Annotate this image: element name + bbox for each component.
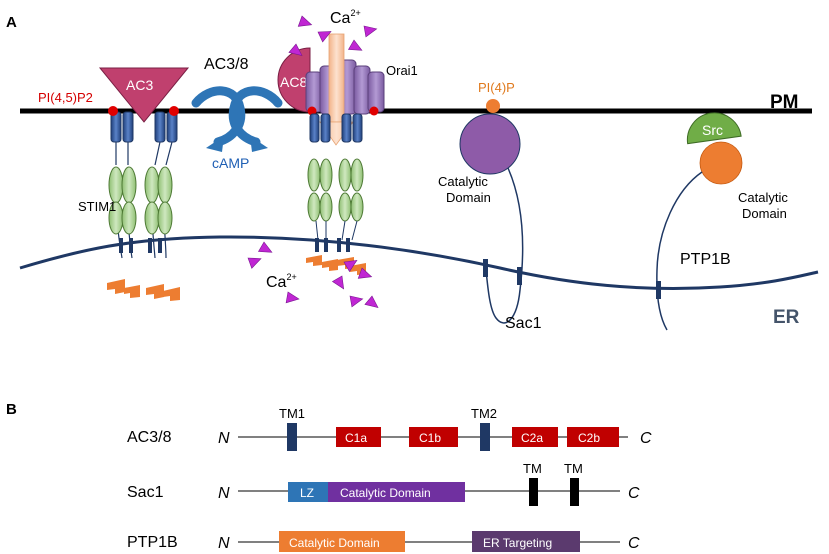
ac3-enzyme: AC3 [98,67,190,123]
row-name: AC3/8 [127,429,172,446]
er-membrane [19,235,819,290]
lz-label: LZ [300,486,314,500]
ca-bottom-label: Ca2+ [266,272,297,291]
camp-label: cAMP [212,155,249,171]
er-targeting-label: ER Targeting [483,536,552,550]
c2a-label: C2a [521,431,543,445]
c2b-box [567,427,619,447]
ac38-label: AC3/8 [204,56,249,73]
sac1-label: Sac1 [505,315,542,332]
n-terminus: N [218,535,230,552]
camp-cycle-arrows [191,86,283,152]
sac1-catalytic-label: Catalytic Domain [340,486,431,500]
sac1-catalytic-box [328,482,465,502]
sac1-catalytic-label-2: Domain [446,190,491,205]
er-targeting-box [472,531,580,552]
src-label: Src [702,122,723,138]
c1a-label: C1a [345,431,367,445]
ptp-catalytic-label-2: Domain [742,206,787,221]
tm-label-1: TM [523,461,542,476]
ptp-catalytic-label-1: Catalytic [738,190,788,205]
ptp1b-label: PTP1B [680,251,731,268]
sac1-catalytic-label-1: Catalytic [438,174,488,189]
pip2-dot [369,106,379,116]
tm-box-1 [529,478,538,506]
domain-map-ac38: AC3/8 N C TM1 C1a C1b TM2 C2a C2b [127,406,652,451]
lz-box [288,482,328,502]
c-terminus: C [628,535,640,552]
pm-label: PM [770,92,799,113]
ptp1b-catalytic-label: Catalytic Domain [289,536,380,550]
sac1-protein [459,99,524,324]
pip2-dot [108,106,118,116]
tm2-box [480,423,490,451]
c2a-box [512,427,558,447]
ptp1b-protein [656,141,743,331]
ac8-label: AC8 [280,74,307,90]
tm-label-2: TM [564,461,583,476]
stim1-complex-right [144,111,180,301]
panel-a-label: A [6,14,17,31]
stim1-complex-left [107,111,140,298]
tm1-label: TM1 [279,406,305,421]
ac3-label: AC3 [126,77,153,93]
pip2-dot [169,106,179,116]
orai1-channel [305,59,385,115]
n-terminus: N [218,430,230,447]
orai1-label: Orai1 [386,63,418,78]
tm1-box [287,423,297,451]
c2b-label: C2b [578,431,600,445]
tm2-label: TM2 [471,406,497,421]
domain-map-sac1: Sac1 N C LZ Catalytic Domain TM TM [127,461,640,506]
stim1-label: STIM1 [78,199,116,214]
ptp1b-catalytic-box [279,531,405,552]
src-kinase: Src [686,112,742,145]
c1b-box [409,427,458,447]
c1b-label: C1b [419,431,441,445]
row-name: Sac1 [127,484,164,501]
pip2-dot [307,106,317,116]
pi4p-label: PI(4)P [478,80,515,95]
er-label: ER [773,307,800,328]
panel-b-label: B [6,401,17,418]
n-terminus: N [218,485,230,502]
domain-map-ptp1b: PTP1B N C Catalytic Domain ER Targeting [127,531,640,552]
c-terminus: C [640,430,652,447]
tm-box-2 [570,478,579,506]
pip2-label: PI(4,5)P2 [38,90,93,105]
ca-top-label: Ca2+ [330,8,361,27]
c-terminus: C [628,485,640,502]
ac8-enzyme: AC8 [277,47,311,113]
row-name: PTP1B [127,534,178,551]
c1a-box [336,427,381,447]
